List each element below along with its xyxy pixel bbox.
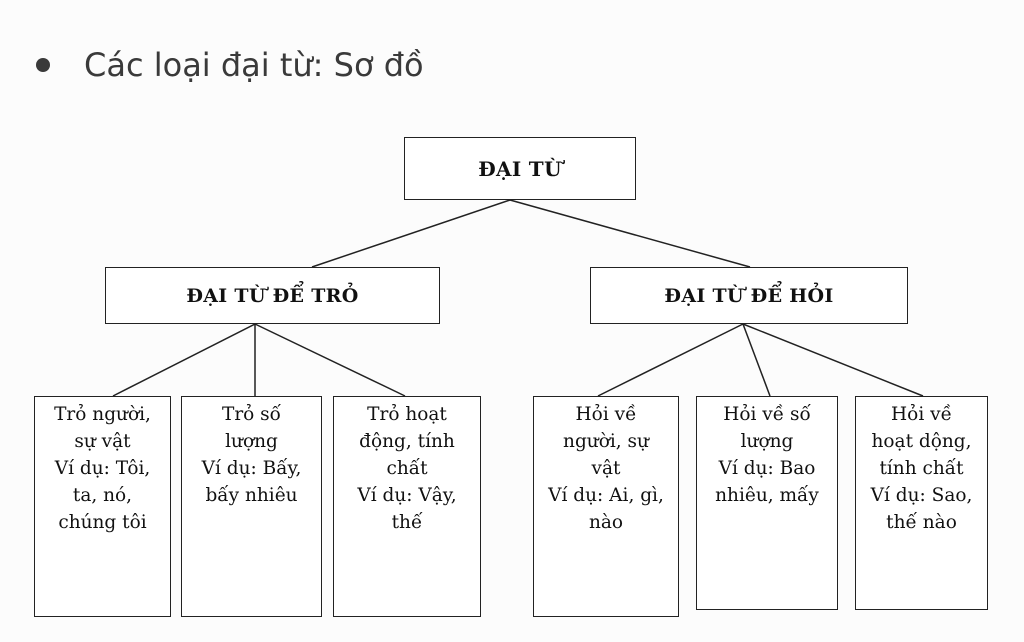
connector-left-1 bbox=[112, 323, 256, 397]
heading-text: Các loại đại từ: Sơ đồ bbox=[84, 46, 424, 84]
leaf-line: vật bbox=[591, 458, 621, 479]
leaf-line: Ví dụ: Bấy, bbox=[201, 458, 302, 479]
leaf-line: Ví dụ: Bao bbox=[718, 458, 816, 479]
root-label: ĐẠI TỪ bbox=[478, 156, 562, 181]
leaf-line: nhiêu, mấy bbox=[715, 485, 819, 506]
leaf-line: thế nào bbox=[886, 512, 957, 533]
leaf-node: Trỏ người, sự vật Ví dụ: Tôi, ta, nó, ch… bbox=[34, 396, 171, 617]
branch-node-interrogative: ĐẠI TỪ ĐỂ HỎI bbox=[590, 267, 908, 324]
leaf-line: Hỏi về bbox=[891, 404, 952, 425]
leaf-node: Hỏi về số lượng Ví dụ: Bao nhiêu, mấy bbox=[696, 396, 838, 610]
slide-heading: Các loại đại từ: Sơ đồ bbox=[30, 46, 424, 84]
connector-right-1 bbox=[597, 323, 744, 397]
leaf-line: Trỏ hoạt bbox=[367, 404, 447, 425]
leaf-node: Trỏ hoạt động, tính chất Ví dụ: Vậy, thế bbox=[333, 396, 481, 617]
leaf-line: hoạt dộng, bbox=[871, 431, 972, 452]
connector-root-right bbox=[509, 199, 751, 268]
connector-right-2 bbox=[742, 323, 771, 397]
leaf-line: thế bbox=[391, 512, 423, 533]
leaf-line: Ví dụ: Ai, gì, bbox=[548, 485, 664, 506]
leaf-line: người, sự bbox=[563, 431, 649, 452]
branch-label: ĐẠI TỪ ĐỂ TRỎ bbox=[186, 284, 359, 307]
leaf-line: chất bbox=[386, 458, 428, 479]
connector-left-3 bbox=[254, 323, 406, 397]
bullet-icon bbox=[36, 58, 50, 72]
branch-node-demonstrative: ĐẠI TỪ ĐỂ TRỎ bbox=[105, 267, 440, 324]
leaf-line: sự vật bbox=[74, 431, 131, 452]
leaf-line: Ví dụ: Sao, bbox=[870, 485, 973, 506]
leaf-line: Trỏ người, bbox=[54, 404, 151, 425]
leaf-line: Hỏi về bbox=[575, 404, 637, 425]
leaf-line: Ví dụ: Tôi, bbox=[54, 458, 151, 479]
leaf-line: Hỏi về số bbox=[723, 404, 811, 425]
leaf-line: chúng tôi bbox=[58, 512, 147, 533]
leaf-line: Ví dụ: Vậy, bbox=[357, 485, 457, 506]
leaf-line: Trỏ số bbox=[221, 404, 281, 425]
branch-label: ĐẠI TỪ ĐỂ HỎI bbox=[664, 284, 834, 307]
leaf-line: ta, nó, bbox=[72, 485, 133, 506]
leaf-line: bấy nhiêu bbox=[205, 485, 298, 506]
leaf-node: Hỏi về hoạt dộng, tính chất Ví dụ: Sao, … bbox=[855, 396, 988, 610]
leaf-line: lượng bbox=[740, 431, 794, 452]
leaf-line: nào bbox=[588, 512, 624, 533]
leaf-line: động, tính bbox=[359, 431, 455, 452]
leaf-node: Hỏi về người, sự vật Ví dụ: Ai, gì, nào bbox=[533, 396, 679, 617]
connector-right-3 bbox=[742, 323, 924, 397]
leaf-line: tính chất bbox=[879, 458, 964, 479]
connector-root-left bbox=[311, 199, 511, 268]
leaf-line: lượng bbox=[225, 431, 278, 452]
leaf-node: Trỏ số lượng Ví dụ: Bấy, bấy nhiêu bbox=[181, 396, 322, 617]
root-node: ĐẠI TỪ bbox=[404, 137, 636, 200]
